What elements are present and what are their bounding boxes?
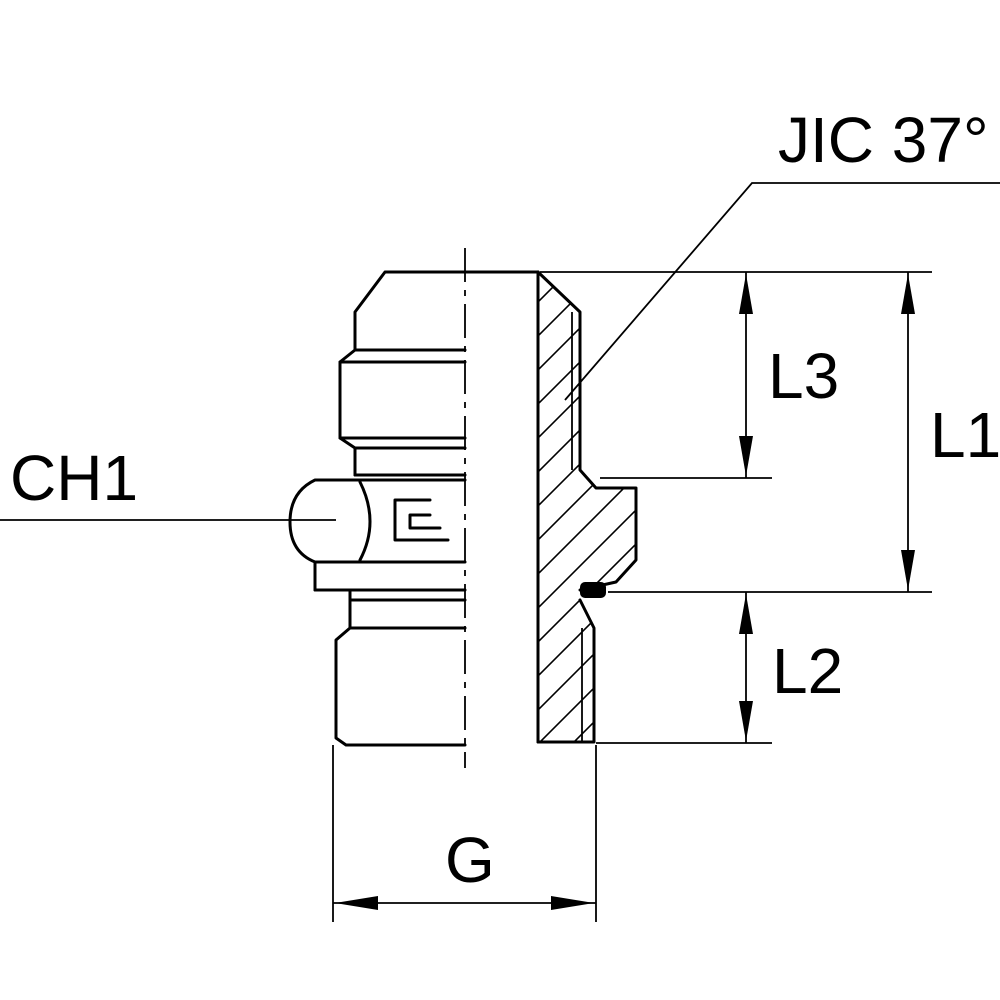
dimension-l3	[739, 272, 753, 478]
brand-logo-icon	[393, 498, 450, 542]
dimension-l1	[901, 272, 915, 592]
hatch-line	[538, 272, 636, 355]
hatch-line	[520, 826, 660, 966]
hatch-line	[538, 655, 636, 742]
fitting-section	[536, 270, 638, 744]
hatch-line	[520, 792, 660, 932]
label-l3: L3	[768, 340, 839, 412]
hatch-line	[520, 894, 660, 1000]
dimension-g	[333, 896, 596, 910]
o-ring-seal	[580, 582, 606, 598]
label-l1: L1	[930, 399, 1000, 471]
fitting-outline	[288, 270, 540, 747]
hatch-line	[538, 621, 636, 742]
hatch-line	[538, 315, 636, 457]
hatch-line	[538, 281, 636, 423]
hatch-line	[538, 417, 636, 559]
hatch-line	[520, 860, 660, 1000]
hatch-line	[538, 485, 636, 627]
hatch-line	[520, 758, 660, 898]
dimension-l2	[739, 592, 753, 743]
hatch-line	[538, 451, 636, 593]
hatch-line	[538, 553, 636, 695]
hatch-line	[538, 689, 636, 742]
hatch-line	[538, 272, 636, 321]
label-ch1: CH1	[10, 442, 138, 514]
hatch-line	[538, 272, 636, 389]
leader-lines	[0, 182, 1000, 521]
label-l2: L2	[772, 635, 843, 707]
hatch-line	[538, 723, 636, 742]
label-jic: JIC 37°	[778, 104, 989, 176]
hatch-line	[538, 383, 636, 525]
hatch-line	[538, 587, 636, 729]
extension-lines	[332, 271, 932, 922]
label-g: G	[445, 824, 495, 896]
